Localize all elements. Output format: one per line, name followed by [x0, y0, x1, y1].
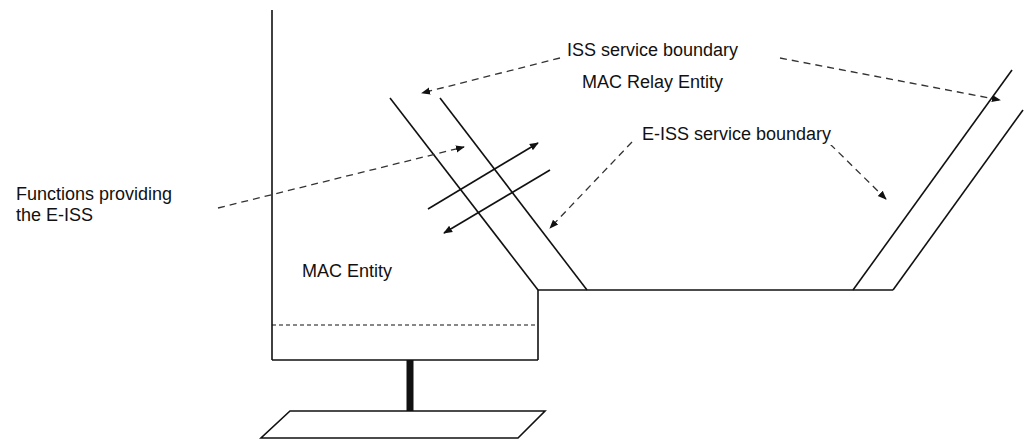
eiss-boundary-line [440, 98, 587, 290]
leader-line [780, 58, 1000, 100]
layer-divider [272, 324, 538, 325]
eiss-boundary-line [853, 70, 1012, 290]
service-arrow [444, 170, 550, 233]
boundary-label: ISS service boundary [565, 40, 740, 61]
mac-entity-outline [537, 290, 539, 360]
mac-entity-outline [271, 10, 273, 360]
iss-boundary-line [893, 110, 1023, 290]
lan-medium [261, 411, 545, 438]
mac-entity-outline [272, 359, 538, 361]
service-arrow [428, 143, 538, 209]
iss-boundary-line [390, 98, 538, 290]
function-label: Functions providing the E-ISS [14, 184, 198, 226]
entity-label: MAC Entity [300, 261, 394, 282]
leader-line [550, 142, 632, 228]
boundary-label: E-ISS service boundary [640, 124, 833, 145]
port-connector [407, 360, 414, 411]
leader-line [422, 58, 560, 93]
relay-entity-floor [538, 289, 893, 291]
leader-line [218, 147, 464, 208]
leader-line [830, 144, 886, 199]
entity-label: MAC Relay Entity [580, 72, 725, 93]
